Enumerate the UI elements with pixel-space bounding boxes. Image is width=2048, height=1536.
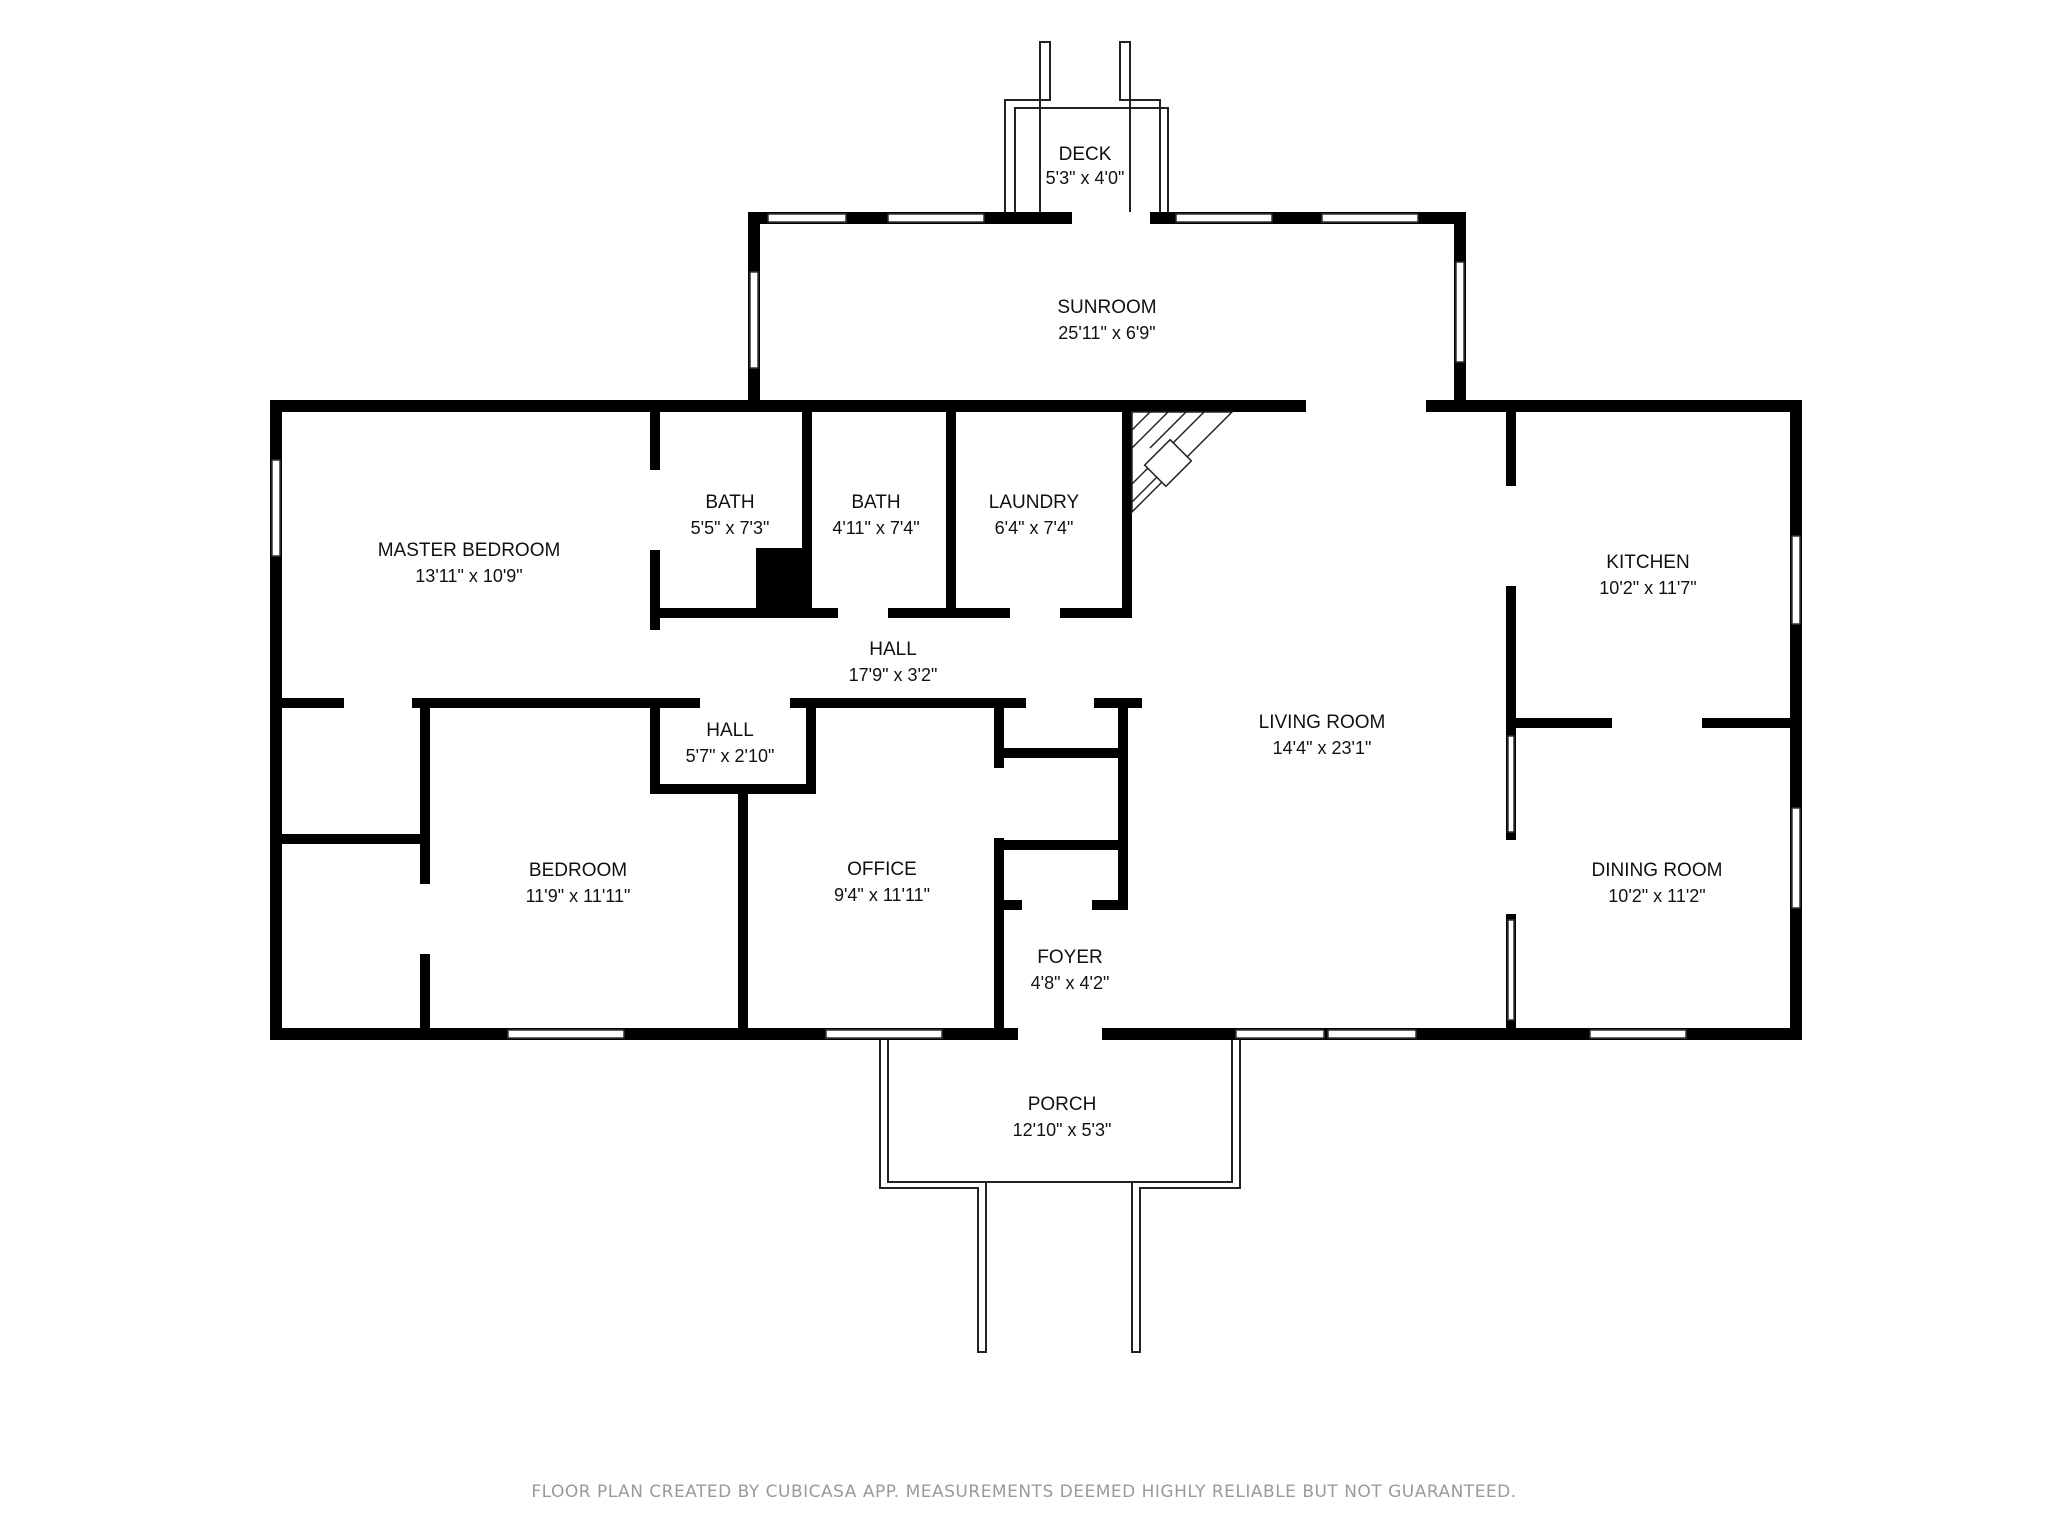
room-dimensions: 5'5" x 7'3" <box>691 518 770 538</box>
room-label-sunroom: SUNROOM 25'11" x 6'9" <box>1057 297 1156 343</box>
room-name: BATH <box>705 492 754 513</box>
room-name: HALL <box>706 720 754 741</box>
room-dimensions: 5'3" x 4'0" <box>1046 168 1125 188</box>
room-label-bath-1: BATH 5'5" x 7'3" <box>691 492 770 538</box>
deck-outline <box>1004 41 1169 215</box>
room-label-living-room: LIVING ROOM 14'4" x 23'1" <box>1259 712 1386 758</box>
room-dimensions: 10'2" x 11'7" <box>1599 578 1696 598</box>
room-name: HALL <box>869 639 917 660</box>
room-dimensions: 10'2" x 11'2" <box>1608 886 1705 906</box>
room-dimensions: 14'4" x 23'1" <box>1273 738 1372 758</box>
room-name: BATH <box>851 492 900 513</box>
room-dimensions: 6'4" x 7'4" <box>995 518 1074 538</box>
room-name: PORCH <box>1028 1094 1097 1115</box>
room-label-hall-main: HALL 17'9" x 3'2" <box>849 639 938 685</box>
walls <box>270 212 1802 1040</box>
room-dimensions: 9'4" x 11'11" <box>834 885 930 905</box>
room-dimensions: 4'11" x 7'4" <box>832 518 919 538</box>
room-name: DINING ROOM <box>1592 860 1723 881</box>
room-name: MASTER BEDROOM <box>378 540 561 561</box>
room-label-office: OFFICE 9'4" x 11'11" <box>834 859 930 905</box>
room-label-porch: PORCH 12'10" x 5'3" <box>1013 1094 1112 1140</box>
windows <box>271 213 1801 1039</box>
room-name: OFFICE <box>847 859 917 880</box>
room-label-bath-2: BATH 4'11" x 7'4" <box>832 492 919 538</box>
room-label-deck: DECK 5'3" x 4'0" <box>1046 144 1125 188</box>
stairs-icon <box>1131 411 1234 514</box>
room-name: LIVING ROOM <box>1259 712 1386 733</box>
room-label-kitchen: KITCHEN 10'2" x 11'7" <box>1599 552 1696 598</box>
room-name: SUNROOM <box>1057 297 1156 318</box>
room-dimensions: 5'7" x 2'10" <box>686 746 775 766</box>
room-label-master-bedroom: MASTER BEDROOM 13'11" x 10'9" <box>378 540 561 586</box>
room-dimensions: 25'11" x 6'9" <box>1058 323 1155 343</box>
room-name: DECK <box>1059 144 1112 165</box>
room-label-hall-small: HALL 5'7" x 2'10" <box>686 720 775 766</box>
room-name: LAUNDRY <box>989 492 1080 513</box>
room-name: KITCHEN <box>1606 552 1689 573</box>
porch-outline <box>879 1035 1241 1353</box>
room-label-foyer: FOYER 4'8" x 4'2" <box>1031 947 1110 993</box>
room-dimensions: 13'11" x 10'9" <box>415 566 522 586</box>
room-name: FOYER <box>1037 947 1102 968</box>
door-openings <box>344 212 1702 1040</box>
room-dimensions: 12'10" x 5'3" <box>1013 1120 1112 1140</box>
room-dimensions: 11'9" x 11'11" <box>526 886 631 906</box>
room-label-dining-room: DINING ROOM 10'2" x 11'2" <box>1592 860 1723 906</box>
room-dimensions: 17'9" x 3'2" <box>849 665 938 685</box>
room-dimensions: 4'8" x 4'2" <box>1031 973 1110 993</box>
disclaimer-footer: FLOOR PLAN CREATED BY CUBICASA APP. MEAS… <box>531 1482 1517 1502</box>
room-name: BEDROOM <box>529 860 627 881</box>
room-label-bedroom: BEDROOM 11'9" x 11'11" <box>526 860 631 906</box>
room-label-laundry: LAUNDRY 6'4" x 7'4" <box>989 492 1080 538</box>
